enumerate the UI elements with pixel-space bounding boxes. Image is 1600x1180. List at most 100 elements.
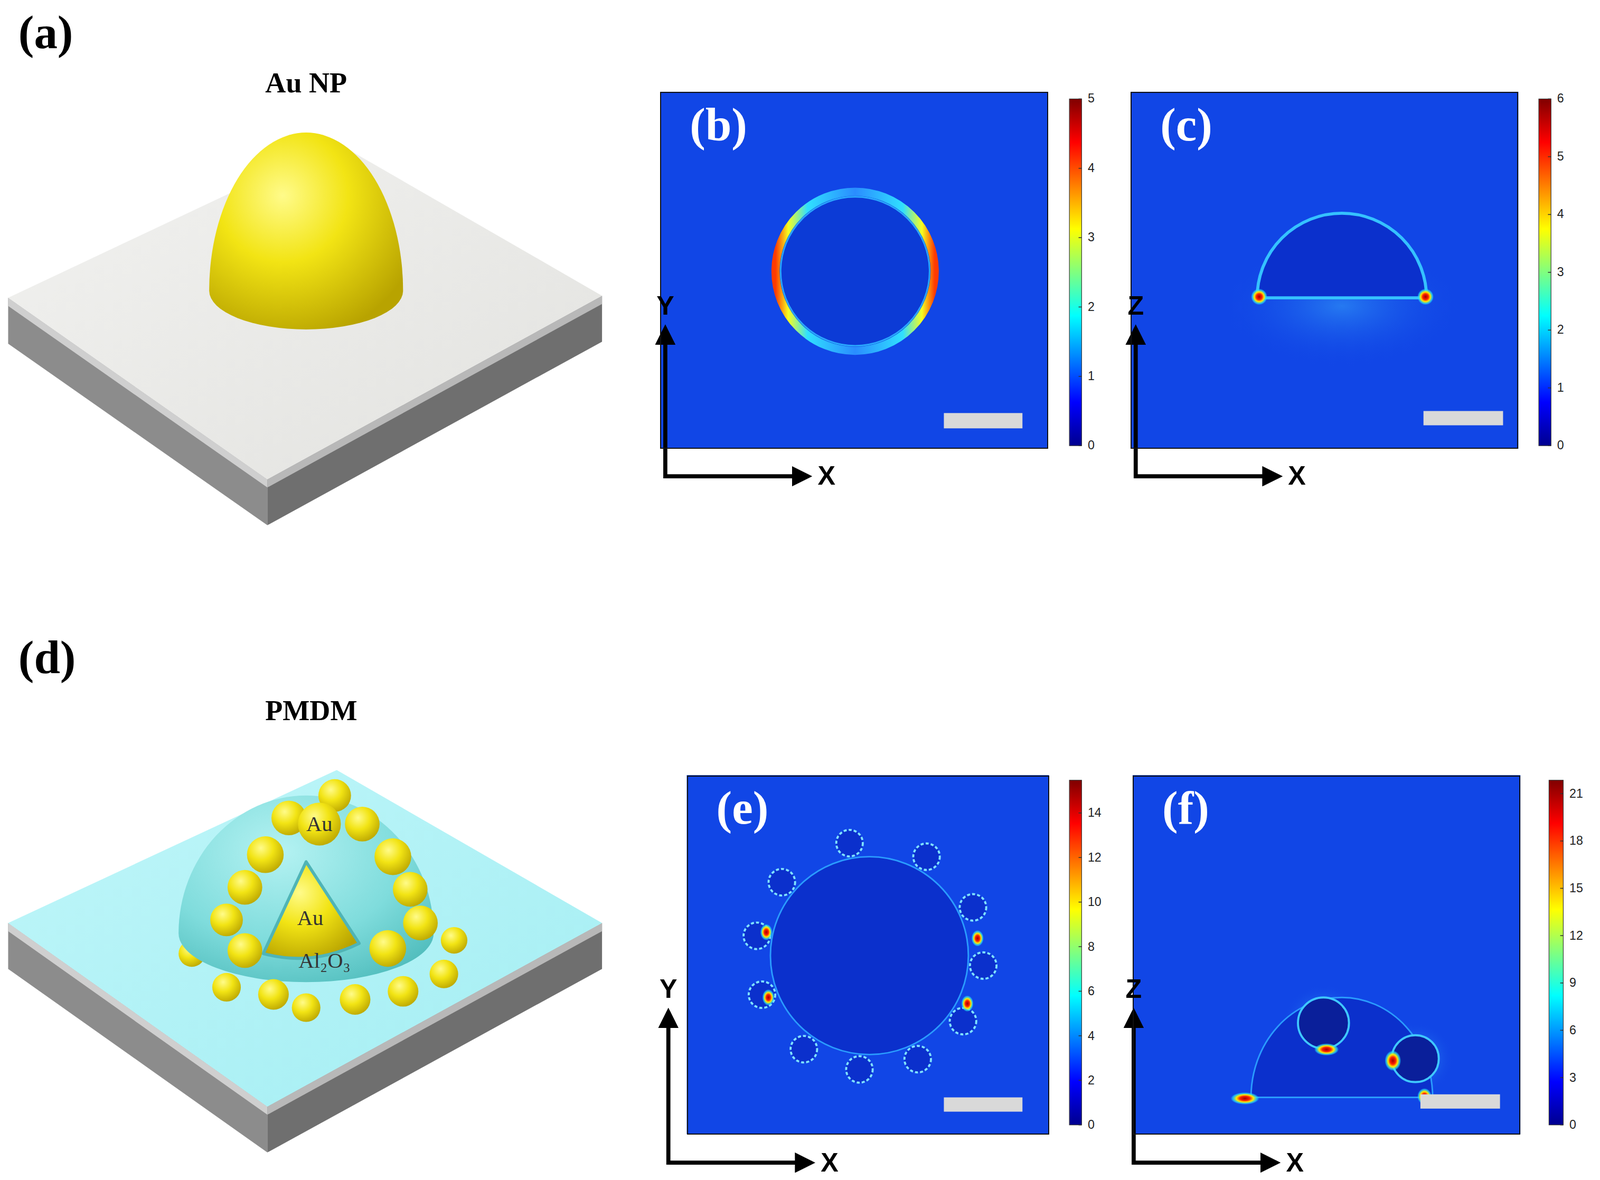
colorbar-tick-label: 0 xyxy=(1557,439,1565,454)
colorbar-ticks xyxy=(1078,445,1082,447)
axis-label: Z xyxy=(1127,291,1144,321)
colorbar-tick-label: 3 xyxy=(1557,265,1565,280)
field-map xyxy=(961,995,974,1012)
colorbar-tick-label: 14 xyxy=(1087,806,1102,821)
colorbar-tick-label: 15 xyxy=(1569,881,1584,896)
substrate-slab xyxy=(7,769,602,1153)
colorbar-ticks xyxy=(1547,214,1551,216)
axis-label: X xyxy=(820,1148,839,1178)
colorbar-ticks xyxy=(1547,329,1551,331)
colorbar-tick-label: 5 xyxy=(1557,149,1565,164)
axis-arrows xyxy=(663,328,668,342)
field-map-panel: (c) xyxy=(1130,91,1519,449)
substrate-slab xyxy=(7,769,602,1107)
colorbar-ticks xyxy=(1078,98,1082,100)
colorbar-tick-label: 10 xyxy=(1087,895,1102,910)
material-label: Au xyxy=(297,906,324,931)
colorbar xyxy=(1069,780,1082,1126)
field-map xyxy=(904,1046,931,1073)
colorbar-ticks xyxy=(1078,857,1082,859)
field-map-panel: (e) xyxy=(686,775,1050,1135)
colorbar-tick-label: 6 xyxy=(1557,92,1565,107)
colorbar-tick-label: 4 xyxy=(1087,161,1095,176)
colorbar-ticks xyxy=(1078,1079,1082,1081)
colorbar-ticks xyxy=(1078,991,1082,993)
field-map xyxy=(762,989,775,1006)
field-map xyxy=(660,91,1048,449)
axis-arrows xyxy=(1133,1020,1267,1163)
field-map xyxy=(1132,775,1521,1135)
field-map xyxy=(1250,288,1268,306)
axis-arrows xyxy=(1264,1160,1277,1165)
panel-letter: (c) xyxy=(1160,99,1213,152)
colorbar-ticks xyxy=(1560,793,1564,795)
axis-arrows xyxy=(665,336,798,477)
colorbar-tick-label: 21 xyxy=(1569,787,1584,802)
colorbar-tick-label: 4 xyxy=(1087,1029,1095,1044)
colorbar-ticks xyxy=(1078,1035,1082,1037)
field-map xyxy=(748,981,776,1009)
colorbar xyxy=(1069,98,1564,1125)
gold-hemisphere xyxy=(209,132,403,330)
colorbar-ticks xyxy=(1078,812,1082,814)
colorbar-tick-label: 0 xyxy=(1087,1118,1095,1133)
field-map xyxy=(1314,1043,1339,1056)
field-map xyxy=(1423,410,1504,426)
material-label: Al₂O₃ xyxy=(298,949,351,974)
field-map xyxy=(1230,1092,1259,1105)
axis-arrows xyxy=(798,1160,812,1165)
colorbar-ticks xyxy=(1078,1124,1082,1126)
satellite-particles xyxy=(227,933,263,969)
satellite-particles xyxy=(369,930,407,968)
field-map xyxy=(743,830,997,1084)
colorbar-tick-label: 0 xyxy=(1569,1118,1577,1133)
colorbar-tick-label: 9 xyxy=(1569,976,1577,991)
alumina-shell xyxy=(178,795,434,983)
field-map-panel: (b) xyxy=(660,91,1048,449)
gold-core-wedge xyxy=(263,861,360,959)
field-map xyxy=(1132,775,1521,1135)
colorbar-ticks xyxy=(1078,375,1082,378)
axis-label: X xyxy=(817,462,836,492)
colorbar-tick-label: 5 xyxy=(1087,92,1095,107)
field-map xyxy=(1420,1094,1501,1109)
field-map xyxy=(959,893,986,921)
material-label: Au xyxy=(306,812,333,837)
satellite-particles xyxy=(344,806,380,842)
satellite-particles xyxy=(247,836,285,874)
field-map xyxy=(660,91,1048,449)
colorbar-ticks xyxy=(1560,840,1564,842)
axis-label: Z xyxy=(1125,975,1143,1005)
colorbar-ticks xyxy=(1078,98,1564,1125)
field-map xyxy=(913,843,940,871)
gold-hemisphere xyxy=(209,132,403,330)
axis-label: Y xyxy=(656,291,675,321)
colorbar-ticks xyxy=(1547,271,1551,274)
colorbar-tick-label: 2 xyxy=(1087,300,1095,315)
field-map xyxy=(1297,997,1350,1049)
field-map xyxy=(943,1097,1023,1113)
axis-arrows xyxy=(666,1011,671,1025)
gold-core-wedge xyxy=(263,861,360,959)
satellite-particles xyxy=(210,904,243,937)
axis-arrows xyxy=(1266,474,1279,479)
satellite-particles xyxy=(292,993,321,1022)
panel-title: Au NP xyxy=(265,68,347,100)
colorbar-ticks xyxy=(1078,946,1082,948)
field-map xyxy=(780,196,930,346)
colorbar-tick-label: 1 xyxy=(1557,381,1565,395)
satellite-particles-back xyxy=(440,927,468,954)
satellite-particles xyxy=(392,872,428,908)
satellite-particles xyxy=(387,976,419,1007)
axis-arrows xyxy=(668,1020,802,1163)
satellite-particles xyxy=(402,905,438,941)
field-map xyxy=(770,857,969,1056)
field-map xyxy=(836,830,863,857)
field-map xyxy=(970,952,997,980)
colorbar-tick-label: 1 xyxy=(1087,369,1095,384)
field-map xyxy=(768,869,795,896)
colorbar-tick-label: 3 xyxy=(1087,230,1095,245)
colorbar-tick-label: 18 xyxy=(1569,834,1584,849)
